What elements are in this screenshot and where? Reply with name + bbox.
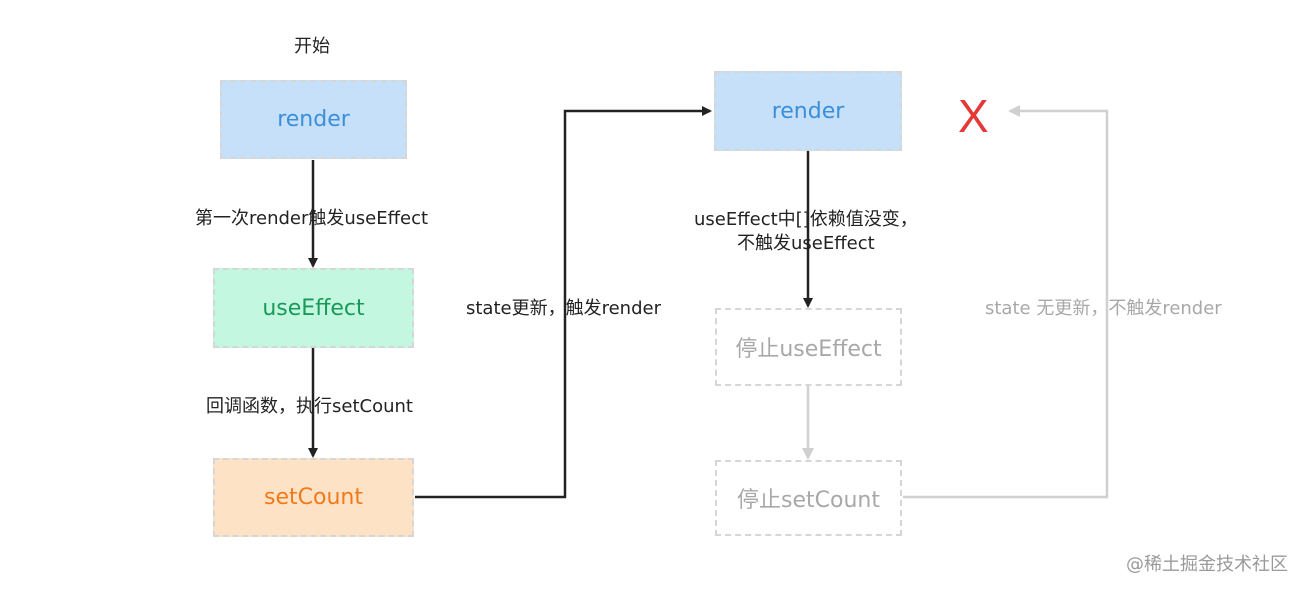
stop-useeffect-node: 停止useEffect <box>715 308 902 386</box>
start-label: 开始 <box>294 36 330 57</box>
deps-unchanged-line1: useEffect中[]依赖值没变， <box>694 209 918 230</box>
stop-setcount-node-label: 停止setCount <box>737 488 880 513</box>
callback-edge-label: 回调函数，执行setCount <box>206 396 413 417</box>
edge-setcount-to-render <box>415 106 712 499</box>
setcount-node-label: setCount <box>264 485 363 510</box>
second-render-node-label: render <box>771 98 845 124</box>
state-update-edge-label: state更新，触发render <box>466 298 661 319</box>
first-render-edge-label: 第一次render触发useEffect <box>195 208 429 229</box>
watermark: @稀土掘金技术社区 <box>1126 554 1288 575</box>
render-node: render <box>220 80 407 159</box>
deps-unchanged-line2: 不触发useEffect <box>737 233 875 254</box>
cross-icon: X <box>958 90 989 142</box>
stop-setcount-node: 停止setCount <box>715 460 902 536</box>
edge-stop-setcount-to-render <box>903 105 1109 499</box>
setcount-node: setCount <box>213 458 414 537</box>
stop-useeffect-node-label: 停止useEffect <box>735 337 882 362</box>
useeffect-node-label: useEffect <box>262 295 365 321</box>
render-node-label: render <box>277 107 350 132</box>
no-update-edge-label: state 无更新，不触发render <box>985 298 1222 319</box>
useeffect-node: useEffect <box>213 268 414 348</box>
second-render-node: render <box>714 71 902 151</box>
deps-unchanged-edge-label: useEffect中[]依赖值没变， 不触发useEffect <box>694 208 918 256</box>
